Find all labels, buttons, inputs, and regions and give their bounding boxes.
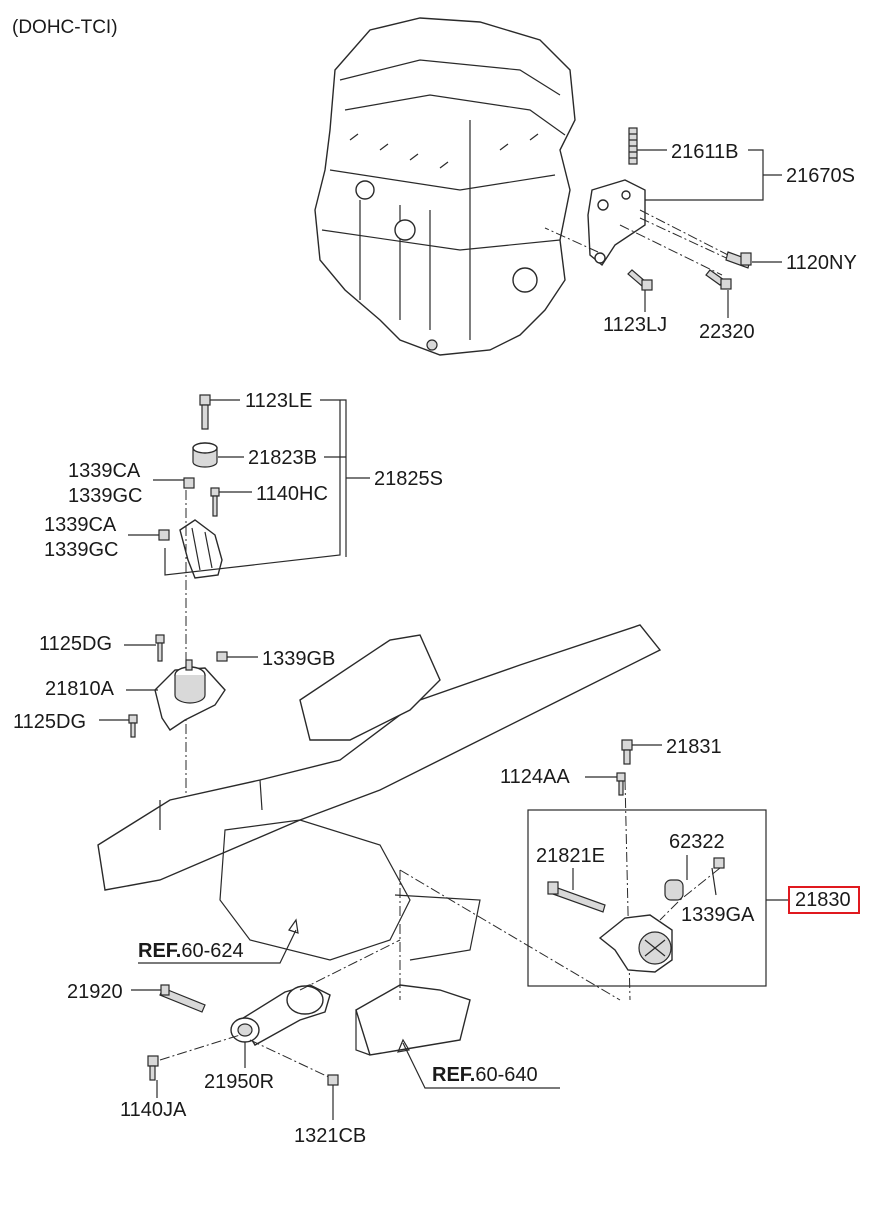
part-label-1125dg-upper[interactable]: 1125DG xyxy=(39,633,113,655)
engine-block-illustration xyxy=(314,17,576,356)
part-label-1339ca-lower[interactable]: 1339CA xyxy=(44,514,117,536)
part-label-1321cb[interactable]: 1321CB xyxy=(294,1125,367,1147)
part-label-21825s[interactable]: 21825S xyxy=(374,468,443,490)
roll-rod-21950r-illustration xyxy=(147,939,401,1086)
part-label-1339ca-upper[interactable]: 1339CA xyxy=(68,460,141,482)
part-label-1123lj[interactable]: 1123LJ xyxy=(603,314,668,336)
part-label-21821e[interactable]: 21821E xyxy=(536,845,605,867)
reference-number: 60-640 xyxy=(475,1064,538,1086)
reference-prefix: REF. xyxy=(138,940,182,962)
engine-variant-label: (DOHC-TCI) xyxy=(12,17,118,38)
reference-prefix: REF. xyxy=(432,1064,476,1086)
part-label-21831[interactable]: 21831 xyxy=(666,736,722,758)
part-label-1339gc-upper[interactable]: 1339GC xyxy=(68,485,143,507)
part-label-21670s[interactable]: 21670S xyxy=(786,165,855,187)
chassis-frame-illustration xyxy=(97,624,662,1056)
part-label-1124aa[interactable]: 1124AA xyxy=(500,766,570,788)
bracket-21670s-illustration xyxy=(544,127,752,291)
part-label-21810a[interactable]: 21810A xyxy=(45,678,114,700)
highlighted-part-box[interactable] xyxy=(788,886,860,914)
front-mount-21830-illustration xyxy=(527,739,788,1001)
leader-lines xyxy=(99,149,782,1120)
part-label-21823b[interactable]: 21823B xyxy=(248,447,317,469)
part-label-62322[interactable]: 62322 xyxy=(669,831,725,853)
part-label-21611b[interactable]: 21611B xyxy=(671,141,739,163)
part-label-1339ga[interactable]: 1339GA xyxy=(681,904,755,926)
part-label-1339gb[interactable]: 1339GB xyxy=(262,648,336,670)
engine-mount-21810a-illustration xyxy=(128,634,228,738)
part-label-22320[interactable]: 22320 xyxy=(699,321,755,343)
part-label-1140hc[interactable]: 1140HC xyxy=(256,483,328,505)
part-label-21920[interactable]: 21920 xyxy=(67,981,123,1003)
part-label-1140ja[interactable]: 1140JA xyxy=(120,1099,187,1121)
reference-number: 60-624 xyxy=(181,940,244,962)
reference-60-624[interactable]: REF.60-624 xyxy=(138,940,244,962)
reference-60-640[interactable]: REF.60-640 xyxy=(432,1064,538,1086)
part-label-1339gc-lower[interactable]: 1339GC xyxy=(44,539,119,561)
part-label-21830[interactable]: 21830 xyxy=(795,889,851,911)
part-label-1125dg-lower[interactable]: 1125DG xyxy=(13,711,87,733)
part-label-1120ny[interactable]: 1120NY xyxy=(786,252,857,274)
part-label-21950r[interactable]: 21950R xyxy=(204,1071,275,1093)
part-label-1123le[interactable]: 1123LE xyxy=(245,390,313,412)
